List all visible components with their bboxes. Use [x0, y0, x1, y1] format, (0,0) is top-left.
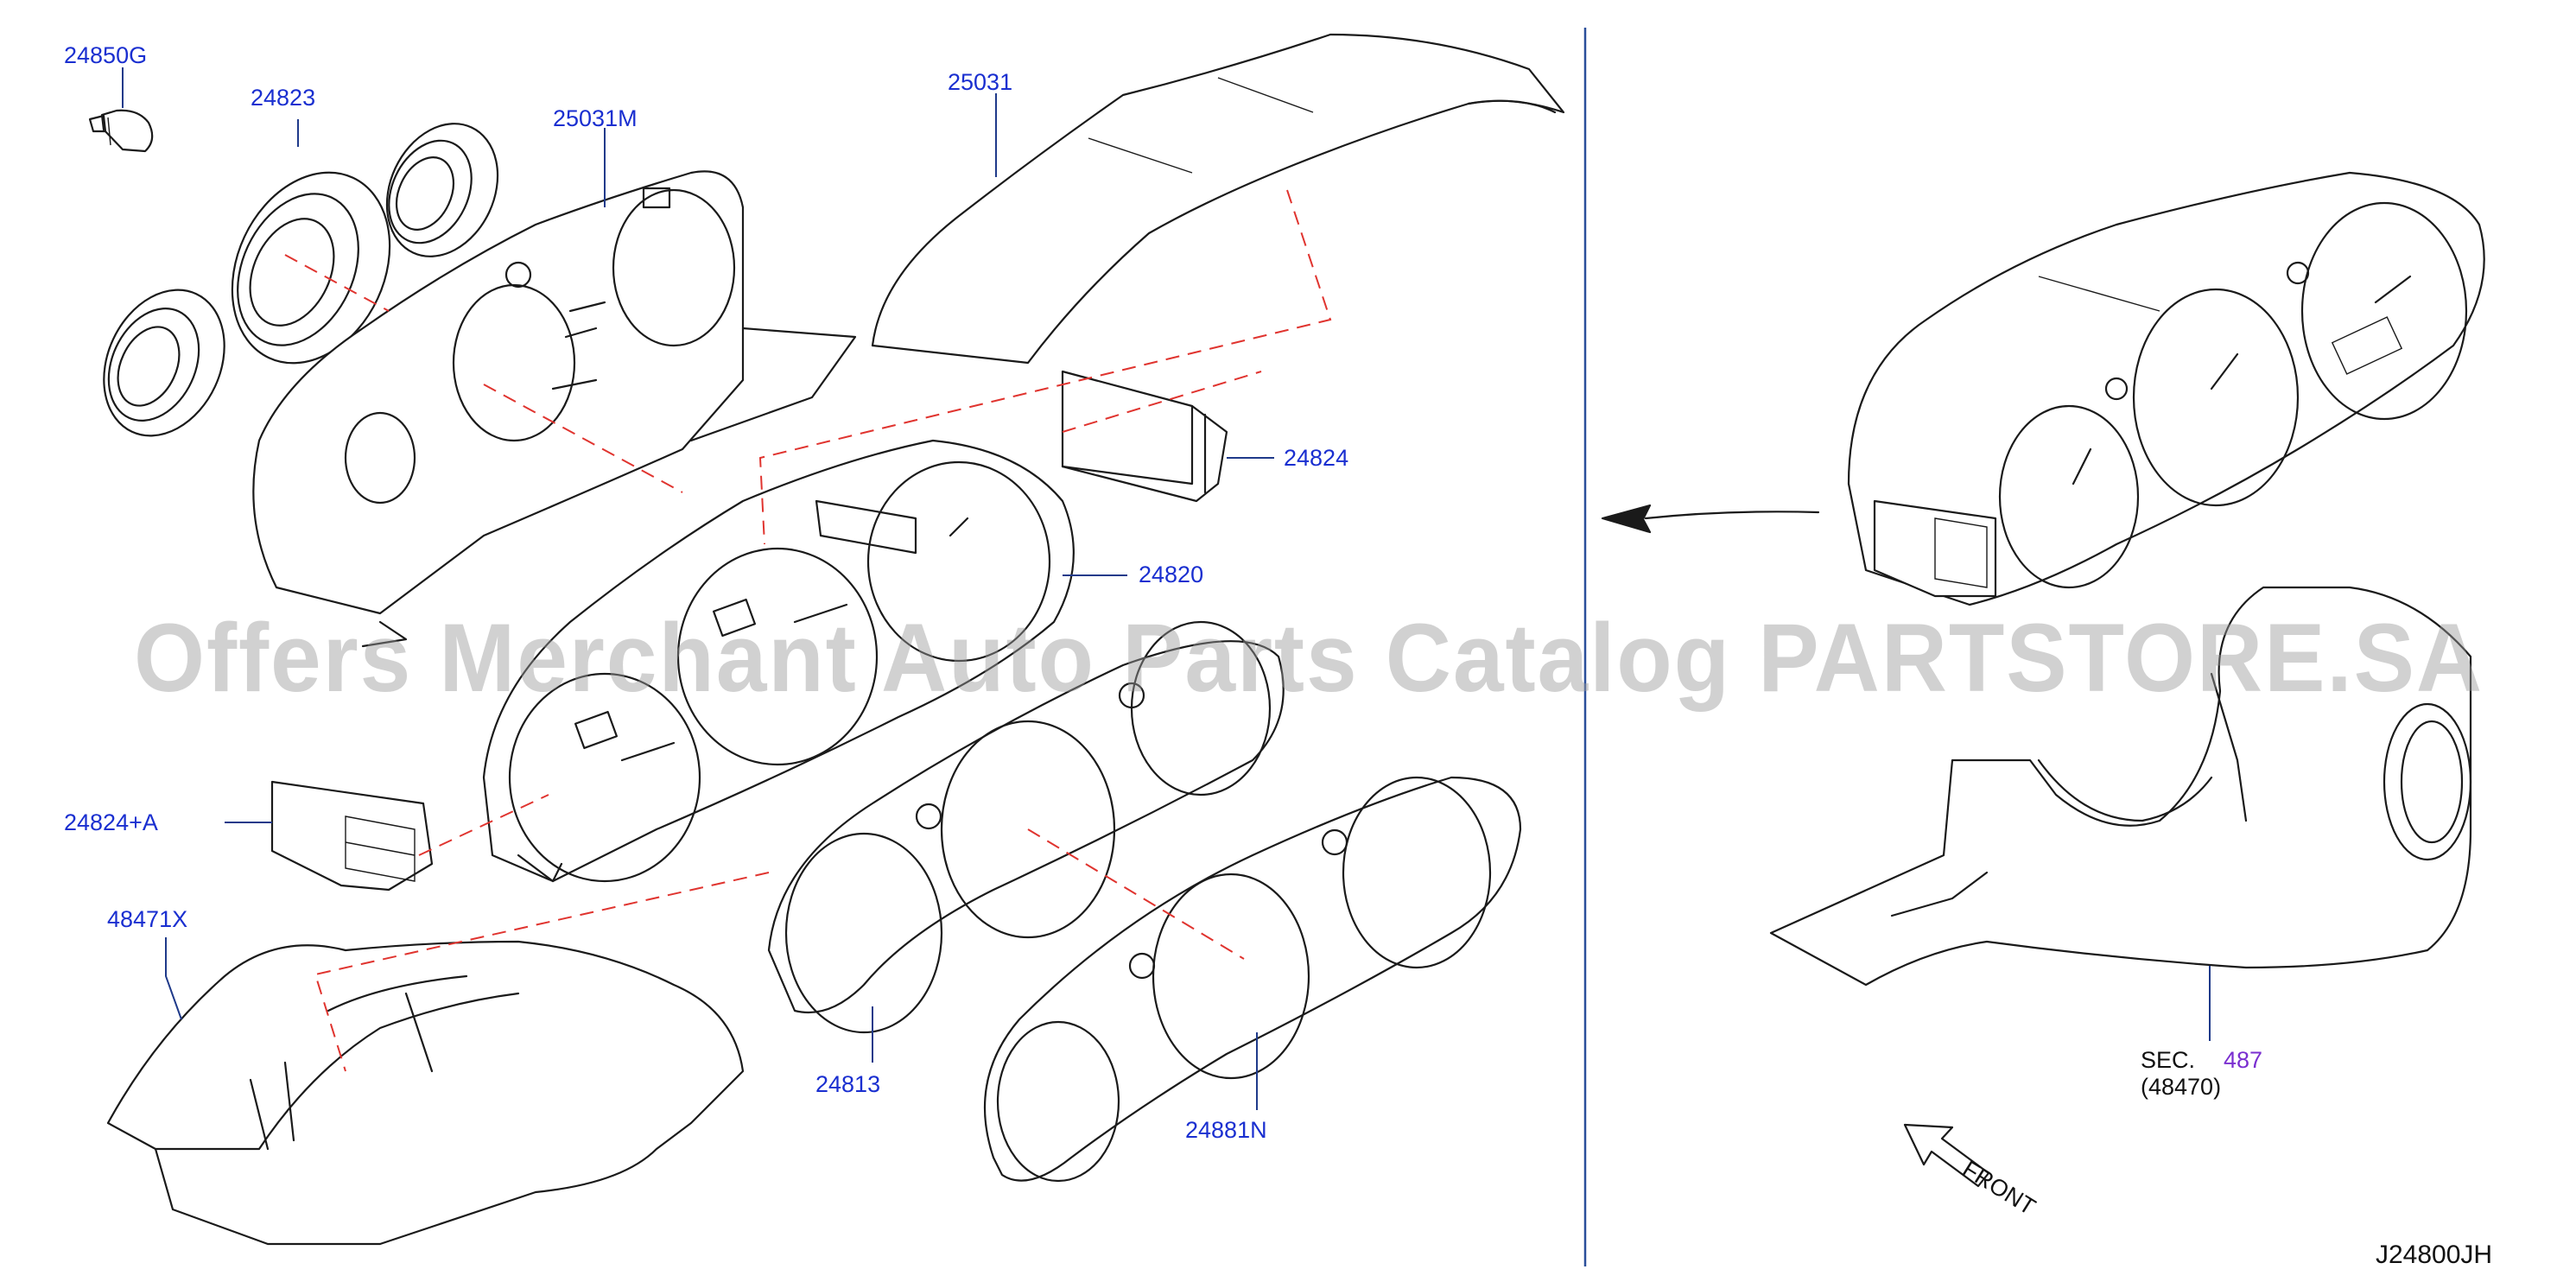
- lower-cover-48471x: [106, 940, 745, 1246]
- front-label: FRONT: [1958, 1156, 2040, 1221]
- label-24813: 24813: [815, 1071, 880, 1097]
- connector-24824a: [270, 780, 434, 892]
- assembled-lower-cover: [1769, 586, 2472, 987]
- label-24820: 24820: [1139, 562, 1203, 587]
- cluster-body-24820: [482, 439, 1075, 883]
- label-24823: 24823: [251, 85, 315, 111]
- meter-hood-25031: [871, 33, 1565, 365]
- lens-24813: [767, 620, 1285, 1034]
- assembly-arrow: [1601, 504, 1820, 534]
- sec-sub: (48470): [2141, 1074, 2221, 1100]
- gauge-rings-24823: [103, 123, 499, 437]
- assembled-cluster: [1847, 171, 2485, 606]
- label-24881n: 24881N: [1185, 1117, 1267, 1143]
- bulb-24850g: [88, 109, 154, 153]
- sec-number-link[interactable]: 487: [2224, 1047, 2262, 1073]
- label-leaders: [122, 67, 1274, 1110]
- front-arrow-icon: [1903, 1123, 1990, 1188]
- label-24824: 24824: [1284, 445, 1348, 471]
- connector-24824: [1061, 370, 1228, 503]
- watermark: Offers Merchant Auto Parts Catalog PARTS…: [134, 604, 2484, 712]
- diagram-code: J24800JH: [2376, 1241, 2492, 1269]
- label-24824a: 24824+A: [64, 809, 158, 835]
- mask-plate-25031m: [252, 170, 857, 648]
- label-25031: 25031: [948, 69, 1012, 95]
- assembly-guide-lines: [284, 189, 1332, 1072]
- label-24850g: 24850G: [64, 42, 147, 68]
- sec-prefix: SEC.: [2141, 1047, 2195, 1073]
- finisher-24881n: [983, 776, 1522, 1183]
- label-25031m: 25031M: [553, 105, 638, 131]
- label-48471x: 48471X: [107, 906, 187, 932]
